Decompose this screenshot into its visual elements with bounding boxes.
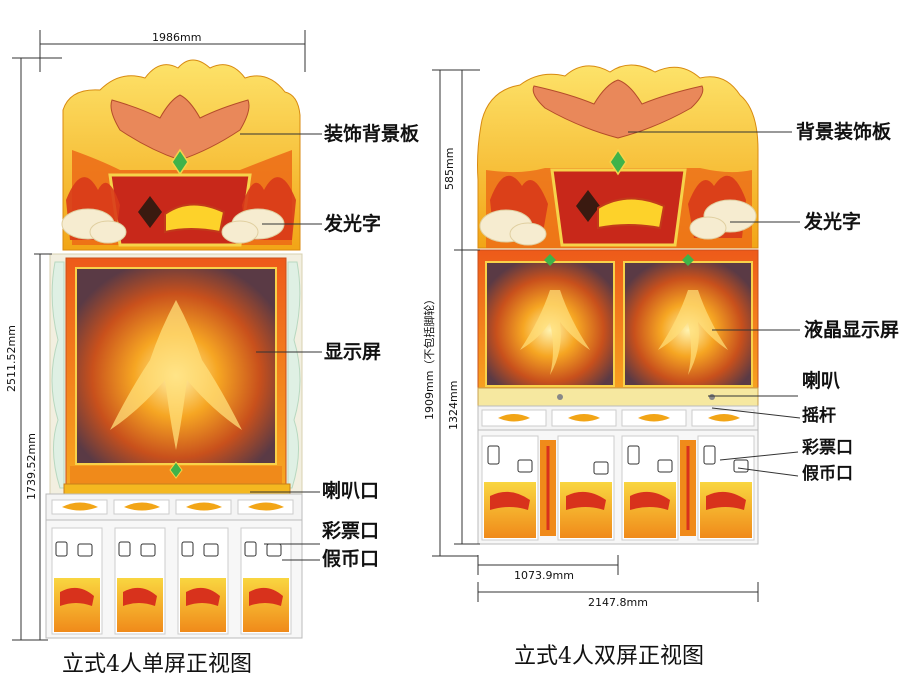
right-callout-joystick: 摇杆 [802, 406, 836, 426]
right-caption: 立式4人双屏正视图 [514, 644, 704, 669]
right-callout-ticket: 彩票口 [802, 438, 853, 458]
right-total-height-dim: 1909mm（不包括脚轮） [423, 293, 436, 420]
left-control-slots [51, 499, 294, 515]
left-dimension-lines [12, 30, 306, 641]
left-callout-speaker: 喇叭口 [322, 480, 380, 502]
right-half-width-dim: 1073.9mm [514, 569, 574, 582]
right-callout-speaker: 喇叭 [802, 370, 841, 392]
right-cabinet-height-dim: 1324mm [447, 380, 460, 430]
left-cabinet-height-dim: 1739.52mm [25, 433, 38, 500]
right-callout-glow-text: 发光字 [804, 211, 862, 233]
right-machine [432, 64, 801, 602]
right-top-height-dim: 585mm [443, 147, 456, 190]
left-callout-decor-panel: 装饰背景板 [324, 123, 420, 145]
right-leader-lines [628, 131, 801, 477]
right-control-slots [481, 409, 755, 427]
right-phoenix-wings [532, 79, 704, 139]
right-dimension-lines [432, 69, 759, 602]
right-callout-fake-coin: 假币口 [802, 464, 853, 484]
right-glow-logo [576, 190, 666, 230]
left-phoenix-wings [110, 94, 250, 161]
left-callout-screen: 显示屏 [324, 341, 382, 363]
left-width-dim: 1986mm [152, 31, 202, 44]
right-callout-lcd: 液晶显示屏 [804, 319, 900, 341]
right-width-dim: 2147.8mm [588, 596, 648, 609]
left-player-doors [51, 527, 292, 635]
left-callout-ticket: 彩票口 [322, 520, 380, 542]
right-speaker-strip [477, 387, 759, 407]
right-player-doors [481, 435, 755, 541]
left-total-height-dim: 2511.52mm [5, 325, 18, 392]
left-leader-lines [240, 133, 322, 561]
left-callout-glow-text: 发光字 [324, 213, 382, 235]
left-glow-logo [138, 196, 226, 234]
right-lcd-screen-2 [623, 261, 753, 387]
left-caption: 立式4人单屏正视图 [62, 652, 252, 677]
left-machine [12, 30, 322, 641]
right-lcd-screen-1 [485, 261, 615, 387]
left-callout-fake-coin: 假币口 [322, 548, 380, 570]
right-callout-decor-panel: 背景装饰板 [796, 121, 892, 143]
